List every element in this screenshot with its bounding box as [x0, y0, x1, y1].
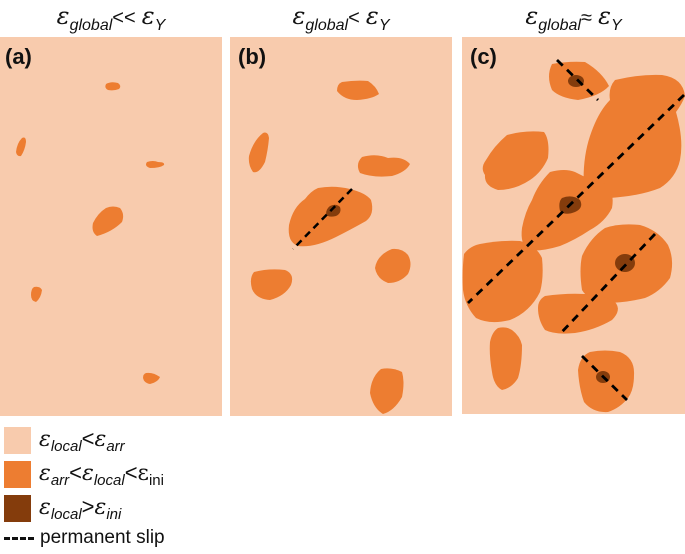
epsilon-symbol: ε: [141, 2, 155, 30]
legend-swatch-dark: [4, 494, 31, 522]
epsilon-symbol: ε: [94, 494, 107, 520]
epsilon-symbol: ε: [292, 2, 306, 30]
panel-c-grains: [462, 61, 685, 413]
panel-a-grains: [16, 82, 165, 384]
legend-item-dark: εlocal>εini: [4, 491, 165, 525]
legend-item-slip: permanent slip: [4, 525, 165, 551]
panel-b-initiation-site: [326, 204, 341, 217]
operator: <: [81, 425, 95, 451]
epsilon-symbol: ε: [137, 460, 149, 486]
subscript: global: [69, 17, 113, 34]
panel-c-title: εglobal≈ εY: [462, 2, 685, 36]
operator: <: [124, 459, 138, 485]
epsilon-symbol: ε: [39, 494, 51, 520]
operator: <: [69, 459, 83, 485]
panel-b-title: εglobal< εY: [230, 2, 452, 36]
epsilon-symbol: ε: [525, 2, 539, 30]
operator: >: [81, 493, 95, 519]
panel-c-label: (c): [470, 44, 497, 69]
subscript: local: [93, 471, 125, 489]
subscript: Y: [378, 17, 390, 34]
legend-label-slip: permanent slip: [40, 527, 165, 548]
legend-label-medium: εarr<εlocal<εini: [39, 460, 164, 489]
legend-swatch-medium: [4, 460, 31, 488]
legend-item-light: εlocal<εarr: [4, 423, 165, 457]
dashed-line-icon: [4, 536, 34, 540]
panel-a-label: (a): [5, 44, 32, 69]
operator: ≈: [580, 7, 592, 29]
panel-b-slip-line: [292, 188, 353, 250]
panel-a-title: εglobal<< εY: [0, 2, 222, 36]
epsilon-symbol: ε: [365, 2, 379, 30]
legend: εlocal<εarr εarr<εlocal<εini εlocal>εini…: [4, 423, 165, 551]
epsilon-symbol: ε: [39, 426, 51, 452]
operator: <<: [112, 7, 136, 29]
subscript: arr: [106, 437, 125, 455]
legend-label-light: εlocal<εarr: [39, 426, 125, 455]
panel-c: [462, 37, 685, 414]
subscript: arr: [50, 471, 70, 489]
subscript: Y: [154, 17, 166, 34]
subscript: Y: [610, 17, 622, 34]
subscript: ini: [148, 471, 164, 489]
panel-b-label: (b): [238, 44, 267, 69]
epsilon-symbol: ε: [56, 2, 70, 30]
epsilon-symbol: ε: [82, 460, 94, 486]
operator: <: [348, 7, 360, 29]
legend-swatch-light: [4, 426, 31, 454]
subscript: global: [305, 17, 349, 34]
panel-b: [230, 37, 452, 416]
subscript: local: [50, 437, 82, 455]
epsilon-symbol: ε: [598, 2, 611, 30]
epsilon-symbol: ε: [39, 460, 51, 486]
subscript: ini: [106, 505, 122, 523]
legend-label-dark: εlocal>εini: [39, 494, 121, 523]
epsilon-symbol: ε: [94, 426, 107, 452]
panel-c-slip-lines: [467, 58, 685, 402]
subscript: local: [50, 505, 82, 523]
panel-a: [0, 37, 222, 416]
subscript: global: [538, 17, 581, 34]
legend-item-medium: εarr<εlocal<εini: [4, 457, 165, 491]
